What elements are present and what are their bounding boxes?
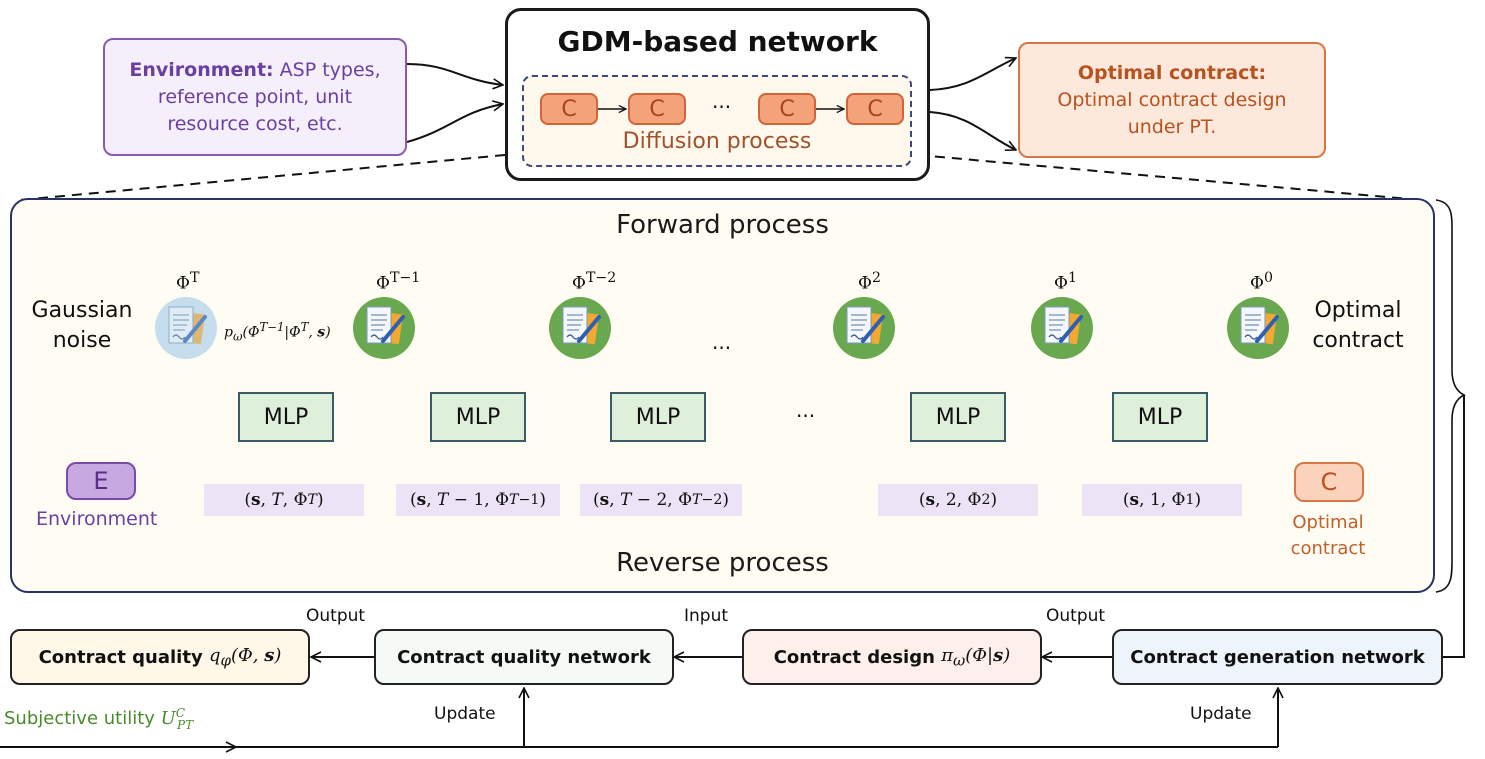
subjective-utility-label: Subjective utility UCPT <box>4 706 194 732</box>
diffusion-c-box-4: C <box>846 93 904 125</box>
update-label-1: Update <box>434 704 496 724</box>
optimal-text-2: under PT. <box>1127 115 1217 138</box>
gdm-network-box: GDM-based network C C ··· C C Diffusion … <box>505 8 930 181</box>
environment-text-2: reference point, unit <box>157 85 353 108</box>
contract-quality-box: Contract quality qφ(Φ, s) <box>10 629 310 685</box>
environment-box: Environment: ASP types, reference point,… <box>103 38 407 156</box>
output-label-2: Output <box>1046 606 1106 626</box>
optimal-contract-badge: C <box>1294 462 1364 502</box>
zoom-line-left <box>19 154 506 201</box>
env-to-gdm-arrow-bottom <box>406 104 503 143</box>
phi-label-3: Φ2 <box>858 270 881 294</box>
contract-document-icon <box>155 297 217 359</box>
contract-document-icon <box>1031 297 1093 359</box>
optimal-badge-label-2: contract <box>1290 538 1366 559</box>
mlp-box-5: MLP <box>1112 392 1208 442</box>
forward-process-label: Forward process <box>616 210 829 240</box>
diffusion-ellipsis: ··· <box>712 95 732 119</box>
environment-text-3: resource cost, etc. <box>167 112 343 135</box>
reverse-process-label: Reverse process <box>616 548 829 578</box>
env-to-gdm-arrow-top <box>406 63 503 85</box>
diffusion-label: Diffusion process <box>622 129 812 154</box>
optimal-heading: Optimal contract: <box>1077 61 1267 84</box>
optimal-badge-label-1: Optimal <box>1292 512 1364 533</box>
chain-ellipsis: ··· <box>712 336 732 360</box>
optimal-side-1: Optimal <box>1314 298 1402 323</box>
optimal-side-2: contract <box>1312 328 1404 353</box>
environment-heading: Environment: <box>129 58 274 81</box>
diffusion-c-box-1: C <box>540 93 598 125</box>
diffusion-detail-panel <box>10 198 1435 593</box>
right-brace <box>1435 199 1466 593</box>
mlp-box-4: MLP <box>910 392 1006 442</box>
mlp-box-1: MLP <box>238 392 334 442</box>
phi-label-4: Φ1 <box>1054 270 1077 294</box>
optimal-badge-label: Optimal contract <box>1278 510 1378 562</box>
diffusion-arrows <box>598 77 914 137</box>
contract-document-icon <box>1227 297 1289 359</box>
gdm-to-opt-arrow-bottom <box>929 111 1016 150</box>
mlp-box-3: MLP <box>610 392 706 442</box>
diffusion-c-box-3: C <box>758 93 816 125</box>
diffusion-process-box: C C ··· C C Diffusion process <box>522 75 912 167</box>
optimal-contract-side-label: Optimal contract <box>1294 296 1422 356</box>
gdm-to-opt-arrow-top <box>929 58 1016 91</box>
phi-label-1: ΦT−1 <box>376 270 421 294</box>
phi-label-5: Φ0 <box>1250 270 1273 294</box>
gaussian-noise-label: Gaussian noise <box>22 296 142 356</box>
update-label-2: Update <box>1190 704 1252 724</box>
zoom-line-right <box>917 154 1421 201</box>
brace-to-generation-line <box>1443 395 1465 658</box>
phi-label-2: ΦT−2 <box>572 270 617 294</box>
gdm-title: GDM-based network <box>557 25 878 58</box>
input-label: Input <box>684 606 729 626</box>
environment-badge: E <box>66 462 136 500</box>
contract-generation-network-box: Contract generation network <box>1112 629 1443 685</box>
phi-label-0: ΦT <box>176 270 200 294</box>
output-label-1: Output <box>306 606 366 626</box>
contract-document-icon <box>549 297 611 359</box>
optimal-contract-box: Optimal contract: Optimal contract desig… <box>1018 42 1326 158</box>
diffusion-c-box-2: C <box>628 93 686 125</box>
gaussian-label-1: Gaussian <box>31 298 133 323</box>
contract-quality-network-box: Contract quality network <box>374 629 674 685</box>
contract-document-icon <box>833 297 895 359</box>
transition-probability-label: pω(ΦT−1|ΦT, s) <box>224 320 331 344</box>
mlp-ellipsis: ··· <box>796 404 816 428</box>
environment-text-1: ASP types, <box>273 58 381 81</box>
mlp-box-2: MLP <box>430 392 526 442</box>
contract-document-icon <box>353 297 415 359</box>
optimal-text-1: Optimal contract design <box>1057 88 1287 111</box>
gaussian-label-2: noise <box>52 328 112 353</box>
environment-badge-label: Environment <box>36 508 158 530</box>
contract-design-box: Contract design πω(Φ|s) <box>742 629 1042 685</box>
